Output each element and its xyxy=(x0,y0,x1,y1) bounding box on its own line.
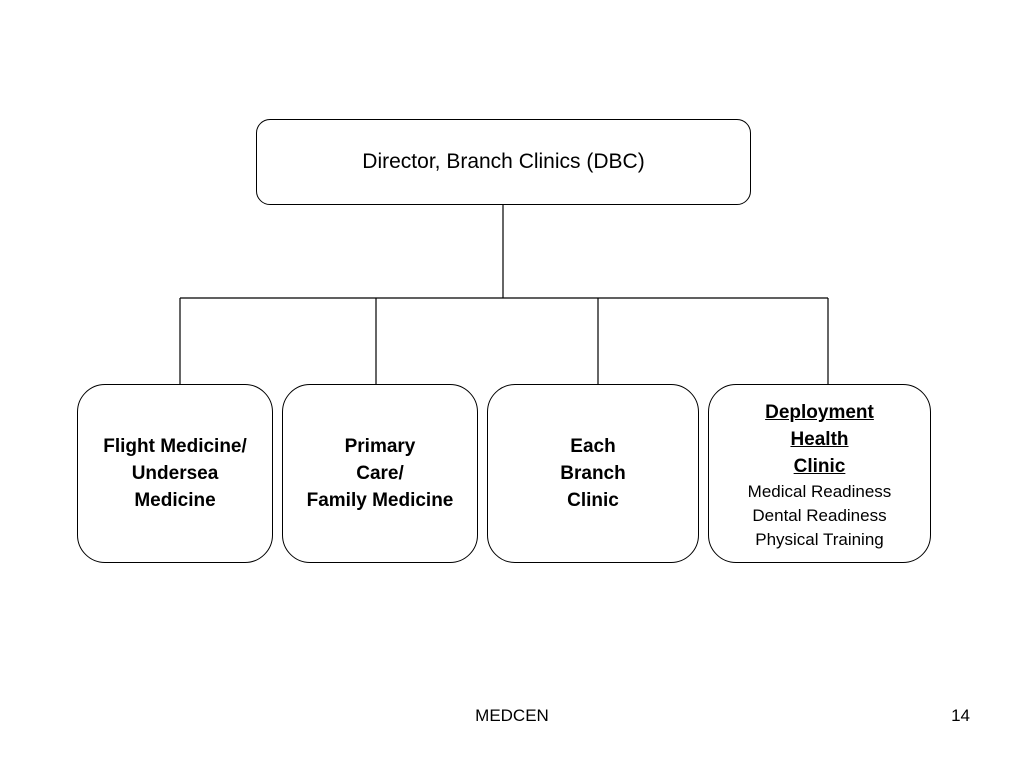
each-branch-clinic-line-2: Branch xyxy=(560,463,626,484)
primary-care-box: Primary Care/ Family Medicine xyxy=(282,384,478,563)
each-branch-clinic-line-1: Each xyxy=(570,436,616,457)
deployment-health-title-line-2: Health xyxy=(790,429,849,450)
primary-care-line-2: Care/ xyxy=(356,463,404,484)
deployment-health-title-line-3: Clinic xyxy=(793,456,846,477)
deployment-health-detail-dental: Dental Readiness xyxy=(752,506,887,525)
footer-page-number: 14 xyxy=(951,706,970,725)
flight-medicine-line-1: Flight Medicine/ xyxy=(103,436,247,457)
footer-organization-label: MEDCEN xyxy=(475,706,549,725)
each-branch-clinic-line-3: Clinic xyxy=(567,490,619,511)
primary-care-line-1: Primary xyxy=(344,436,416,457)
director-box: Director, Branch Clinics (DBC) xyxy=(256,119,751,205)
deployment-health-clinic-box: Deployment Health Clinic Medical Readine… xyxy=(708,384,931,563)
flight-medicine-line-2: Undersea xyxy=(131,463,219,484)
deployment-health-detail-medical: Medical Readiness xyxy=(747,482,892,501)
deployment-health-title-line-1: Deployment xyxy=(765,402,874,423)
flight-medicine-box: Flight Medicine/ Undersea Medicine xyxy=(77,384,273,563)
deployment-health-detail-physical: Physical Training xyxy=(755,530,884,549)
flight-medicine-line-3: Medicine xyxy=(134,490,216,511)
director-label: Director, Branch Clinics (DBC) xyxy=(362,150,645,173)
each-branch-clinic-box: Each Branch Clinic xyxy=(487,384,699,563)
primary-care-line-3: Family Medicine xyxy=(306,490,454,511)
